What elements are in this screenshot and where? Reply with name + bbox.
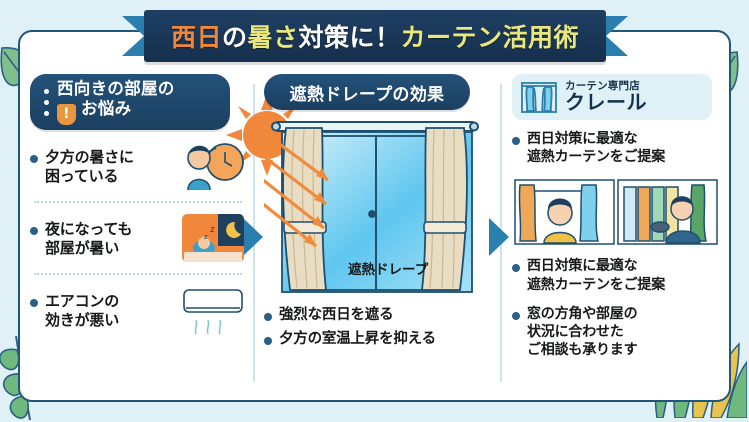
bullet-icon: [30, 226, 38, 235]
flow-arrow-one-icon: [243, 218, 263, 256]
illustration-caption: 遮熱ドレープ: [348, 262, 429, 278]
column-problems: 西向きの部屋の !お悩み 夕方の暑さに困っている: [30, 74, 308, 392]
problems-list: 夕方の暑さに困っている: [30, 140, 246, 336]
list-item: 夜になっても部屋が暑い z z: [30, 212, 246, 264]
bullet-icon: [30, 154, 38, 163]
list-item: 西日対策に最適な遮熱カーテンをご提案: [512, 257, 724, 293]
bullet-icon: [264, 336, 272, 345]
list-item-label: 夕方の室温上昇を抑える: [279, 330, 436, 347]
list-item: 夕方の室温上昇を抑える: [264, 330, 486, 349]
bullet-icon: [512, 137, 520, 145]
list-item: エアコンの効きが悪い: [30, 284, 246, 336]
effect-heading: 遮熱ドレープの効果: [264, 74, 470, 110]
bullet-icon: [512, 311, 520, 320]
list-item: 西日対策に最適な遮熱カーテンをご提案: [512, 130, 724, 166]
heat-shield-drape-diagram-icon: [257, 121, 479, 293]
bullet-icon: [30, 298, 38, 307]
list-item: 窓の方角や部屋の状況に合わせたご相談も承ります: [512, 305, 724, 360]
list-item-label: 夜になっても部屋が暑い: [45, 219, 133, 257]
list-item-label: エアコンの効きが悪い: [45, 291, 120, 329]
list-item: 強烈な西日を遮る: [264, 306, 486, 325]
man-sweating-clock-icon: [187, 143, 244, 191]
title-banner: 西日の暑さ対策に！カーテン活用術: [144, 10, 606, 62]
brand-subtitle: カーテン専門店: [565, 79, 640, 92]
title-ribbon: 西日の暑さ対策に！カーテン活用術: [122, 10, 628, 62]
effect-heading-label: 遮熱ドレープの効果: [289, 84, 445, 105]
brand-name: クレール: [565, 90, 647, 114]
column-effect: 遮熱ドレープの効果: [257, 74, 486, 392]
bullet-icon: [264, 313, 272, 321]
svg-text:z: z: [210, 225, 215, 235]
air-conditioner-icon: [183, 289, 243, 335]
column-shop: カーテン専門店 クレール 西日対策に最適な遮熱カーテンをご提案: [512, 74, 724, 392]
curtain-illustration: 遮熱ドレープ: [257, 118, 486, 296]
list-item: 夕方の暑さに困っている: [30, 140, 246, 192]
list-separator: [34, 273, 242, 275]
list-item-label: 西日対策に最適な遮熱カーテンをご提案: [527, 258, 665, 293]
dots-decoration-icon: [44, 88, 49, 116]
effect-list: 強烈な西日を遮る 夕方の室温上昇を抑える: [264, 306, 486, 348]
problems-heading-line2: お悩み: [81, 99, 132, 119]
brand-badge: カーテン専門店 クレール: [512, 74, 712, 120]
shop-list: 西日対策に最適な遮熱カーテンをご提案: [512, 130, 724, 359]
sleeping-night-icon: z z: [182, 214, 244, 262]
curtain-logo-icon: [521, 82, 557, 113]
warning-icon: !: [57, 104, 76, 126]
flow-arrow-two-icon: [489, 218, 509, 256]
list-separator: [34, 201, 242, 203]
problems-heading-line1: 西向きの部屋の: [57, 78, 175, 98]
list-item-label: 窓の方角や部屋の状況に合わせたご相談も承ります: [527, 305, 638, 359]
page-title: 西日の暑さ対策に！カーテン活用術: [170, 23, 580, 52]
svg-text:z: z: [204, 233, 208, 241]
problems-heading: 西向きの部屋の !お悩み: [30, 74, 230, 130]
bullet-icon: [512, 264, 520, 273]
list-item-label: 夕方の暑さに困っている: [45, 147, 134, 185]
shop-consultation-illustration: [514, 179, 718, 246]
list-item-label: 西日対策に最適な遮熱カーテンをご提案: [527, 131, 665, 166]
list-item-label: 強烈な西日を遮る: [279, 307, 394, 323]
